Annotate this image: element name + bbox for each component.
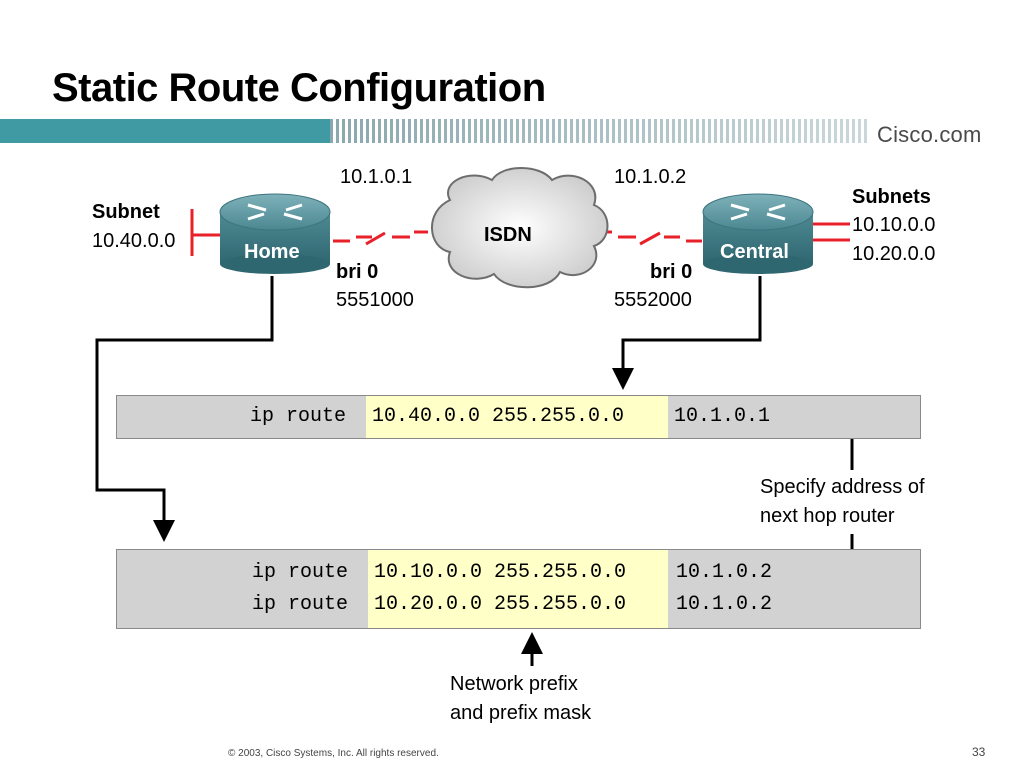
- central-phone-label: 5552000: [614, 289, 692, 311]
- central-route-prefix-2: 10.20.0.0 255.255.0.0: [374, 593, 627, 616]
- central-subnet-1: 10.10.0.0: [852, 214, 936, 236]
- home-subnet-value: 10.40.0.0: [92, 230, 176, 252]
- central-router-label: Central: [720, 241, 789, 263]
- home-config-arrow: [95, 276, 274, 542]
- central-ip-label: 10.1.0.2: [614, 166, 687, 188]
- central-route-next-hop-2: 10.1.0.2: [676, 593, 773, 616]
- home-phone-label: 5551000: [336, 289, 414, 311]
- home-route-prefix: 10.40.0.0 255.255.0.0: [372, 405, 625, 428]
- central-config-highlight: [368, 550, 668, 628]
- prefix-callout-line-1: Network prefix: [450, 673, 578, 695]
- central-subnet-2: 10.20.0.0: [852, 243, 936, 265]
- home-route-next-hop: 10.1.0.1: [674, 405, 771, 428]
- central-route-next-hop-1: 10.1.0.2: [676, 561, 773, 584]
- home-router-label: Home: [244, 241, 300, 263]
- home-subnet-heading: Subnet: [92, 201, 160, 223]
- home-ip-label: 10.1.0.1: [340, 166, 413, 188]
- cisco-brand: Cisco.com: [877, 122, 982, 147]
- central-subnet-links: [808, 222, 850, 242]
- home-interface-label: bri 0: [336, 261, 379, 283]
- isdn-label: ISDN: [484, 224, 532, 246]
- header-band: [0, 119, 1024, 147]
- central-route-cmd-2: ip route: [252, 593, 349, 616]
- home-router-icon: [219, 193, 331, 274]
- home-isdn-link: [333, 230, 428, 246]
- central-interface-label: bri 0: [650, 261, 693, 283]
- home-config-highlight: [366, 396, 668, 438]
- home-route-cmd: ip route: [250, 405, 347, 428]
- next-hop-callout-line-1: Specify address of: [760, 476, 925, 498]
- page-number: 33: [972, 745, 986, 759]
- central-isdn-link: [598, 230, 702, 246]
- slide-title: Static Route Configuration: [52, 66, 546, 110]
- central-router-icon: [702, 193, 814, 274]
- next-hop-callout-line-2: next hop router: [760, 505, 895, 527]
- copyright-footer: © 2003, Cisco Systems, Inc. All rights r…: [228, 748, 439, 759]
- central-config-arrow: [612, 276, 762, 390]
- prefix-callout-line-2: and prefix mask: [450, 702, 592, 724]
- isdn-cloud-icon: [431, 167, 609, 289]
- central-subnets-heading: Subnets: [852, 186, 931, 208]
- home-subnet-link: [190, 209, 224, 256]
- central-route-prefix-1: 10.10.0.0 255.255.0.0: [374, 561, 627, 584]
- prefix-callout-arrow: [521, 632, 543, 666]
- central-route-cmd-1: ip route: [252, 561, 349, 584]
